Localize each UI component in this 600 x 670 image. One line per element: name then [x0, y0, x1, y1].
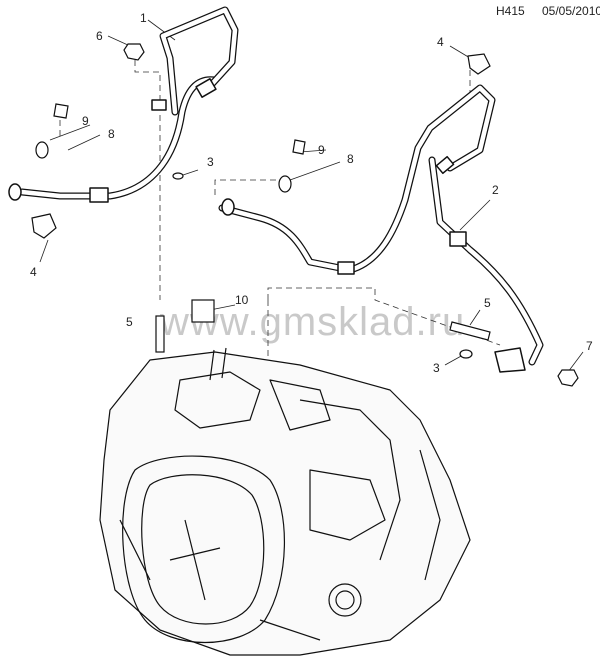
callout-1: 1: [140, 11, 147, 25]
callout-4-left: 4: [30, 265, 37, 279]
callout-9-left: 9: [82, 114, 89, 128]
callout-8-left: 8: [108, 127, 115, 141]
callout-10: 10: [235, 293, 249, 307]
diagram-date: 05/05/2010: [542, 4, 600, 18]
callout-3-left: 3: [207, 155, 214, 169]
transmission-case: [99, 347, 471, 656]
callout-6: 6: [96, 29, 103, 43]
callout-5-right: 5: [484, 296, 491, 310]
hose-assembly-2: [218, 84, 544, 373]
callout-3-right: 3: [433, 361, 440, 375]
callout-5-left: 5: [126, 315, 133, 329]
callout-9-middle: 9: [318, 143, 325, 157]
callout-2: 2: [492, 183, 499, 197]
hose-assembly-1: [8, 6, 239, 203]
callout-8-middle: 8: [347, 152, 354, 166]
diagram-code: H415: [496, 4, 525, 18]
callout-4-right: 4: [437, 35, 444, 49]
callout-leaders: [39, 19, 584, 373]
callout-7: 7: [586, 339, 593, 353]
small-parts: [31, 43, 579, 387]
callout-labels: 1 2 3 3 4 4 5 5 6 7 8 8 9 9 10: [30, 11, 593, 375]
